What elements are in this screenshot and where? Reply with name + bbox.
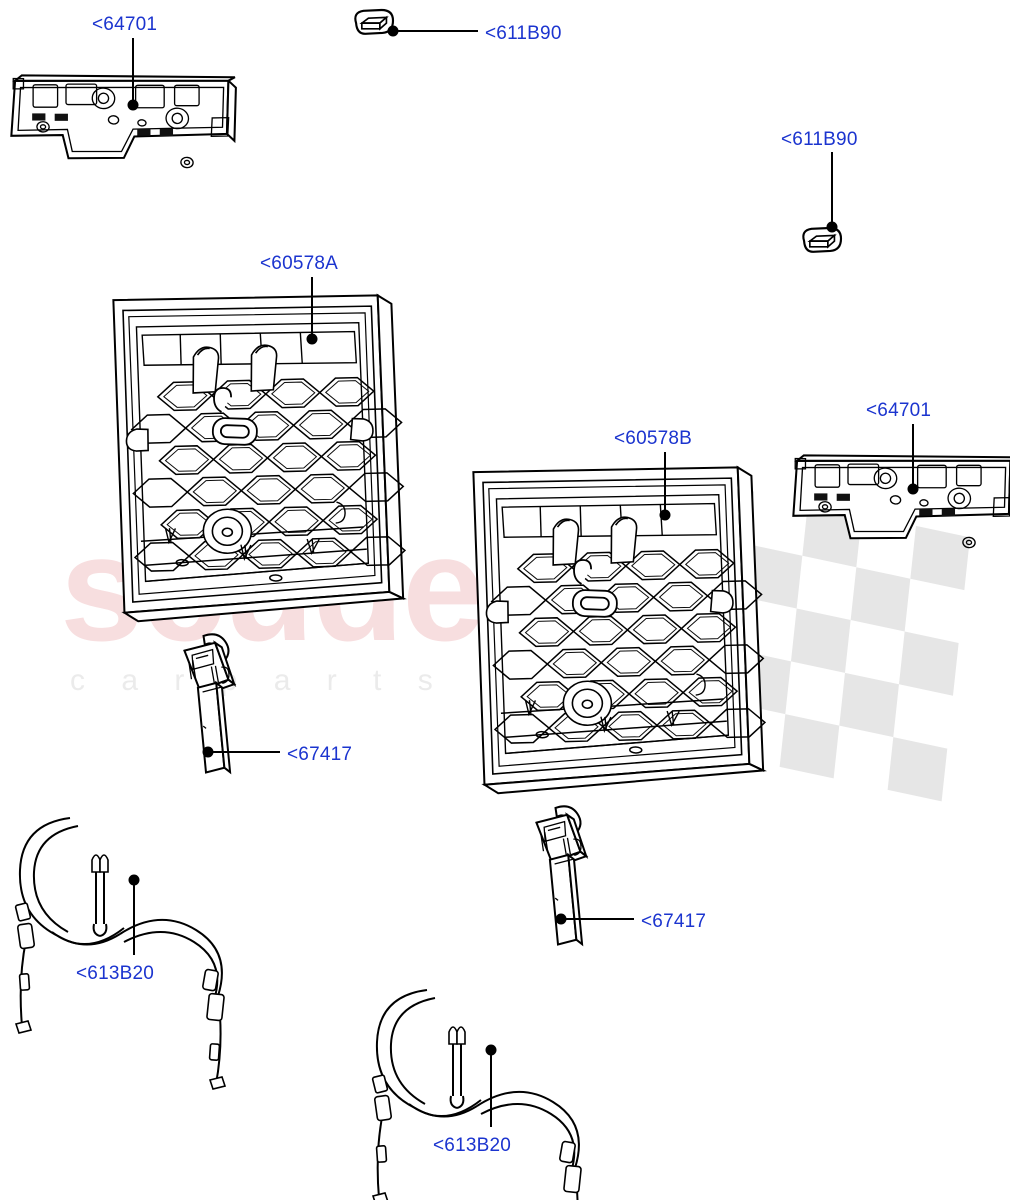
leader-611B90-right xyxy=(826,152,838,233)
leader-64701-right xyxy=(907,424,919,495)
leader-611B90-top xyxy=(387,25,478,37)
leader-67417-left xyxy=(202,746,280,758)
leader-60578B xyxy=(659,452,671,521)
leader-613B20-right xyxy=(485,1044,497,1127)
watermark-tagline: c a r p a r t s xyxy=(70,664,447,697)
callout-611B90-right[interactable]: <611B90 xyxy=(781,129,858,150)
leader-67417-right xyxy=(555,913,634,925)
callout-613B20-right[interactable]: <613B20 xyxy=(433,1135,512,1156)
callout-64701-right[interactable]: <64701 xyxy=(866,400,932,421)
callout-67417-right[interactable]: <67417 xyxy=(641,911,707,932)
callout-613B20-left[interactable]: <613B20 xyxy=(76,963,155,984)
callout-611B90-top[interactable]: <611B90 xyxy=(485,23,562,44)
callout-64701-upper[interactable]: <64701 xyxy=(92,14,158,35)
callout-60578B[interactable]: <60578B xyxy=(614,428,693,449)
leader-613B20-left xyxy=(128,874,140,955)
leader-60578A xyxy=(306,277,318,345)
callout-67417-left[interactable]: <67417 xyxy=(287,744,353,765)
leader-lines xyxy=(127,25,919,1127)
leader-64701-upper xyxy=(127,38,139,111)
callout-60578A[interactable]: <60578A xyxy=(260,253,339,274)
